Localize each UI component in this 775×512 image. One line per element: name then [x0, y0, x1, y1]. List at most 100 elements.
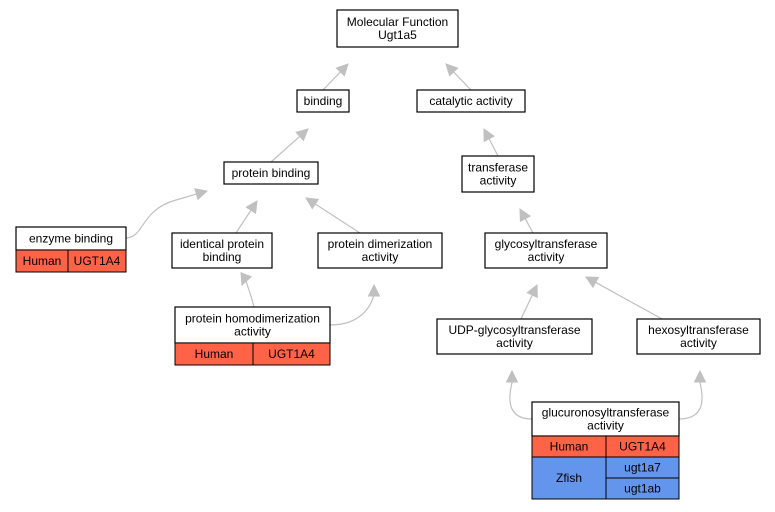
- term-label: activity: [362, 250, 399, 264]
- edge-glyco-to-transf: [519, 208, 534, 234]
- edge-line: [329, 294, 375, 326]
- edge-homodimer-to-dimer: [329, 283, 381, 326]
- gene-label[interactable]: UGT1A4: [619, 440, 666, 454]
- term-node-protbind[interactable]: protein binding: [223, 161, 319, 185]
- term-label: hexosyltransferase: [648, 323, 749, 337]
- edge-homodimer-to-identical: [240, 271, 255, 308]
- edge-transf-to-catalytic: [483, 128, 499, 157]
- gene-label[interactable]: UGT1A4: [268, 347, 315, 361]
- arrowhead-icon: [367, 283, 381, 297]
- species-label: Zfish: [556, 471, 582, 485]
- gene-label[interactable]: UGT1A4: [74, 254, 121, 268]
- edge-line: [322, 71, 341, 91]
- edge-hexo-to-glyco: [585, 276, 663, 320]
- term-label: activity: [496, 336, 533, 350]
- arrowhead-icon: [445, 63, 459, 77]
- edge-protbind-to-binding: [270, 128, 309, 163]
- term-label: protein dimerization: [328, 237, 433, 251]
- arrowhead-icon: [305, 197, 320, 210]
- arrowhead-icon: [194, 188, 209, 201]
- term-box: [531, 401, 680, 437]
- term-node-binding[interactable]: binding: [296, 89, 350, 113]
- term-box: [636, 318, 761, 355]
- arrowhead-icon: [519, 208, 532, 223]
- arrowhead-icon: [245, 200, 258, 215]
- term-label: transferase: [468, 161, 528, 175]
- term-label: enzyme binding: [29, 232, 113, 246]
- edge-line: [509, 381, 533, 420]
- arrowhead-icon: [335, 63, 349, 77]
- term-box: [296, 89, 350, 113]
- arrowhead-icon: [526, 283, 538, 299]
- edges-layer: [125, 63, 707, 420]
- gene-label[interactable]: ugt1a7: [624, 461, 661, 475]
- gene-label[interactable]: ugt1ab: [624, 482, 661, 496]
- term-box: [174, 306, 331, 344]
- gene-cell: [605, 477, 680, 500]
- term-node-catalytic[interactable]: catalytic activity: [416, 89, 526, 113]
- edge-line: [270, 135, 301, 163]
- term-label: activity: [234, 325, 271, 339]
- term-box: [171, 232, 273, 269]
- term-label: activity: [528, 250, 565, 264]
- edge-enzyme-to-protbind: [125, 188, 209, 239]
- term-label: protein homodimerization: [185, 312, 320, 326]
- arrowhead-icon: [505, 369, 519, 383]
- gene-cell: [252, 342, 331, 366]
- term-box: [223, 161, 319, 185]
- edge-binding-to-root: [322, 63, 349, 91]
- arrowhead-icon: [483, 128, 495, 143]
- term-label: binding: [203, 250, 242, 264]
- edge-dimer-to-protbind: [305, 197, 361, 234]
- edge-udp-to-glyco: [520, 283, 538, 320]
- term-box: [484, 232, 608, 269]
- edge-identical-to-protbind: [235, 200, 258, 234]
- term-box: [461, 155, 535, 193]
- edge-glucur-to-hexo: [678, 369, 707, 420]
- term-label: glycosyltransferase: [495, 237, 598, 251]
- term-label: binding: [304, 94, 343, 108]
- term-label: activity: [587, 419, 624, 433]
- arrowhead-icon: [295, 128, 309, 142]
- edge-line: [314, 203, 361, 234]
- gene-cell: [67, 249, 127, 273]
- term-box: [317, 232, 443, 269]
- edge-line: [678, 381, 703, 420]
- arrowhead-icon: [240, 271, 253, 287]
- arrowhead-icon: [585, 276, 600, 289]
- arrowhead-icon: [693, 369, 707, 383]
- term-label: catalytic activity: [429, 94, 512, 108]
- term-box: [436, 318, 593, 355]
- term-label: glucuronosyltransferase: [542, 406, 670, 420]
- edge-catalytic-to-root: [445, 63, 472, 91]
- edge-glucur-to-udp: [505, 369, 533, 420]
- term-label: protein binding: [232, 166, 311, 180]
- term-label: activity: [480, 174, 517, 188]
- term-box: [416, 89, 526, 113]
- edge-line: [524, 218, 534, 234]
- species-cell: [531, 456, 607, 500]
- term-label: activity: [680, 336, 717, 350]
- edge-line: [595, 281, 663, 320]
- annotation-table-enzyme: Human UGT1A4: [15, 249, 127, 273]
- term-box: [336, 9, 459, 48]
- edge-line: [488, 138, 499, 157]
- species-label: Human: [23, 254, 62, 268]
- edge-line: [453, 71, 472, 91]
- edge-line: [125, 193, 197, 239]
- term-label: Ugt1a5: [378, 28, 417, 42]
